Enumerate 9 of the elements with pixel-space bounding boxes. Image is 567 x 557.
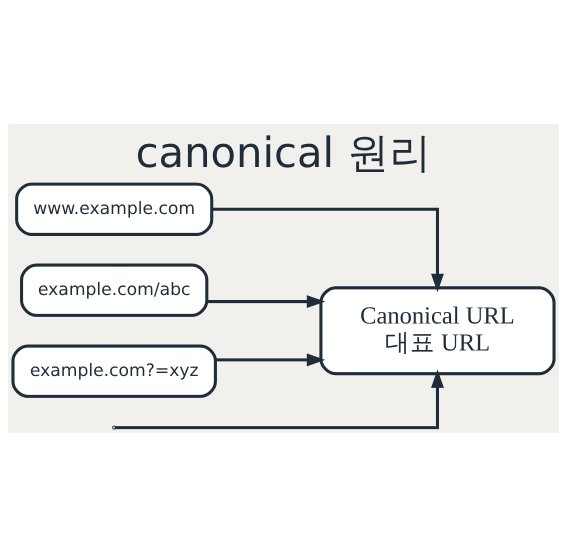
node-box: example.com?=xyz	[11, 344, 217, 398]
node-box: example.com/abc	[20, 264, 208, 317]
arrow	[216, 353, 326, 366]
arrow	[206, 295, 326, 308]
diagram-title: canonical 원리	[136, 128, 432, 178]
node-box: Canonical URL 대표 URL	[319, 286, 556, 376]
arrow	[114, 369, 444, 430]
arrow	[212, 208, 444, 292]
node-box: www.example.com	[15, 182, 214, 236]
